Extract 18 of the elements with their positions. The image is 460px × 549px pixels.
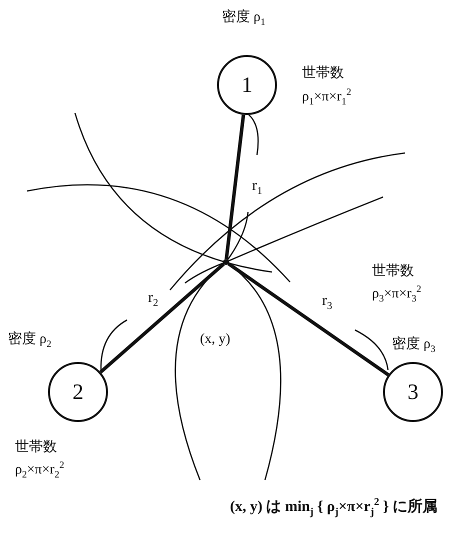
household-label: 世帯数 (302, 66, 344, 82)
numbered-circle: 2 (48, 362, 108, 422)
density-label: 密度 ρ$_{3}$ (392, 337, 436, 356)
formula-text: (x, y) は min$_{j}$ { ρ$_{j}$×π×r$_{j}$$^{2}$ } に所属 (230, 497, 438, 519)
density-label: 密度 ρ$_{1}$ (222, 10, 266, 29)
radius-line (227, 262, 390, 376)
edge-label: r$_{1}$ (252, 178, 262, 198)
household-label: 世帯数 (372, 264, 414, 280)
numbered-circle: 1 (217, 55, 277, 115)
edge-label: r$_{2}$ (148, 290, 158, 310)
point-marker (223, 259, 229, 265)
edge-label: r$_{3}$ (322, 293, 332, 313)
radius-line (99, 262, 225, 374)
point-label: (x, y) (200, 332, 230, 348)
numbered-circle: 3 (383, 362, 443, 422)
household-label: 世帯数 (15, 440, 57, 456)
radius-line (224, 114, 246, 260)
density-label: 密度 ρ$_{2}$ (8, 332, 52, 351)
